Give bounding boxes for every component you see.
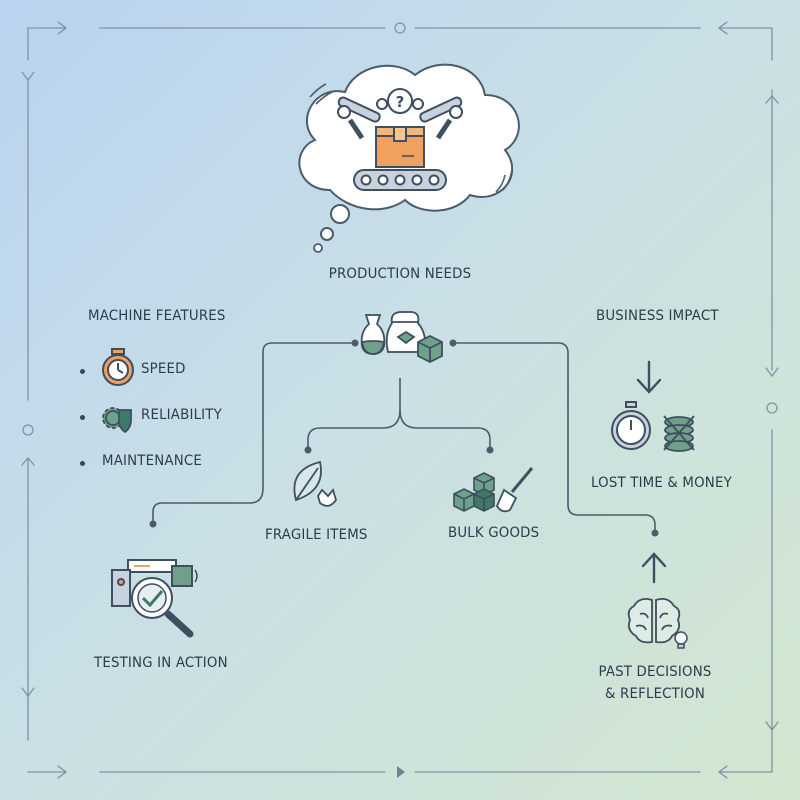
bulk-goods-label: BULK GOODS <box>448 525 540 541</box>
leaf-icon <box>293 460 337 507</box>
testing-in-action-label: TESTING IN ACTION <box>94 655 228 671</box>
coins-icon <box>663 415 695 452</box>
connector-lines <box>152 342 656 532</box>
machine-features-heading: MACHINE FEATURES <box>88 308 226 324</box>
fragile-items-label: FRAGILE ITEMS <box>265 527 368 543</box>
stopwatch-icon <box>102 348 134 386</box>
shovel-icon <box>495 467 534 513</box>
feature-reliability: RELIABILITY <box>141 407 222 423</box>
sack-icon <box>385 311 427 353</box>
brain-icon <box>627 597 681 644</box>
lost-time-money-label: LOST TIME & MONEY <box>591 475 732 491</box>
lightbulb-icon <box>674 631 688 649</box>
vase-icon <box>360 314 386 355</box>
bulk-cube-icon <box>453 472 495 512</box>
bullet <box>80 415 85 420</box>
robot-arm-icon <box>337 96 463 140</box>
magnifier-check-icon <box>111 559 198 638</box>
bullet <box>80 369 85 374</box>
reflection-label: & REFLECTION <box>605 686 705 702</box>
clock-icon <box>611 401 651 450</box>
production-needs-title: PRODUCTION NEEDS <box>328 266 472 282</box>
business-impact-heading: BUSINESS IMPACT <box>596 308 719 324</box>
box-icon <box>375 126 425 168</box>
frame-play-marker <box>397 766 405 778</box>
gear-shield-icon <box>102 407 132 434</box>
conveyor-icon <box>353 169 447 191</box>
past-decisions-label: PAST DECISIONS <box>598 664 712 680</box>
svg-text:?: ? <box>396 93 405 111</box>
cube-icon <box>417 334 443 364</box>
bullet <box>80 461 85 466</box>
decorative-frame <box>21 21 779 779</box>
down-arrow-icon <box>636 360 662 394</box>
connector-dots <box>149 339 659 537</box>
up-arrow-icon <box>641 552 667 584</box>
feature-maintenance: MAINTENANCE <box>102 453 202 469</box>
feature-speed: SPEED <box>141 361 186 377</box>
question-icon: ? <box>387 88 413 114</box>
